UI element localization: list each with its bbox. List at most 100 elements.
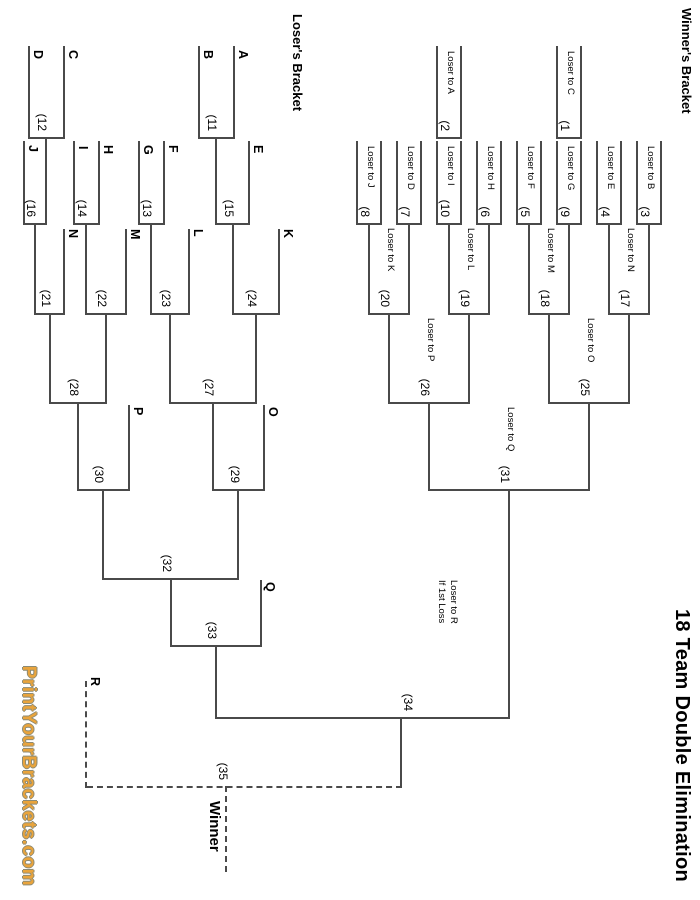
match-19-top-team-line <box>488 223 490 315</box>
match-17-top-team-line <box>648 223 650 315</box>
match-27-bottom-team-line <box>169 313 172 404</box>
match-24-bottom-team-line <box>231 223 234 315</box>
match-5-top-team-line <box>540 141 542 225</box>
match-35-number: (35 <box>216 762 230 780</box>
match-22-top-team-line <box>125 229 127 315</box>
match-13-connector-line <box>140 223 165 225</box>
match-32-bottom-team-line <box>102 489 105 580</box>
match-13-number: (13 <box>140 199 155 217</box>
match-16-connector-line <box>25 223 48 225</box>
match-21-connector-line <box>36 313 65 315</box>
match-32-top-team-line <box>237 489 240 580</box>
drop-slot-letter-q: Q <box>263 582 277 592</box>
match-19-loser-destination-label: Loser to L <box>465 228 476 271</box>
match-3-connector-line <box>638 223 662 225</box>
match-35-top-team-line <box>400 718 402 788</box>
match-22-bottom-team-line <box>85 223 88 315</box>
match-29-number: (29 <box>227 465 242 483</box>
match-34-number: (34 <box>401 693 415 711</box>
drop-slot-letter-f: F <box>166 145 180 153</box>
match-25-bottom-team-line <box>548 313 550 404</box>
match-9-loser-destination-label: Loser to G <box>565 146 576 191</box>
match-22-number: (22 <box>95 289 110 307</box>
match-3-loser-destination-label: Loser to B <box>645 146 656 190</box>
match-4-connector-line <box>598 223 622 225</box>
match-30-top-team-line <box>128 405 130 491</box>
match-18-loser-destination-label: Loser to M <box>545 228 556 273</box>
match-15-number: (15 <box>221 199 236 217</box>
match-23-bottom-team-line <box>150 223 153 315</box>
match-16-number: (16 <box>24 199 39 217</box>
match-6-top-team-line <box>500 141 502 225</box>
match-30-bottom-team-line <box>76 402 79 491</box>
match-33-top-team-line <box>260 580 262 647</box>
match-4-top-team-line <box>620 141 622 225</box>
drop-slot-letter-k: K <box>281 229 295 239</box>
match-28-number: (28 <box>66 378 81 396</box>
match-28-connector-line <box>50 402 108 404</box>
match-18-top-team-line <box>568 223 570 315</box>
match-20-loser-destination-label: Loser to K <box>385 228 396 272</box>
drop-slot-letter-a: A <box>236 50 250 60</box>
match-16-top-team-line <box>45 137 48 225</box>
drop-slot-letter-r: R <box>88 677 102 687</box>
winners-bracket-heading: Winner's Bracket <box>679 8 694 114</box>
match-2-loser-destination-label: Loser to A <box>445 51 456 94</box>
match-11-top-team-line <box>233 46 235 139</box>
match-23-number: (23 <box>159 289 174 307</box>
match-11-bottom-team-line <box>198 46 200 139</box>
match-24-number: (24 <box>244 289 259 307</box>
match-20-bottom-team-line <box>368 223 370 315</box>
match-31-connector-line <box>430 489 590 491</box>
drop-slot-letter-b: B <box>201 50 215 60</box>
match-21-number: (21 <box>38 289 53 307</box>
match-7-connector-line <box>398 223 422 225</box>
match-34-connector-line <box>217 717 510 719</box>
match-10-top-team-line <box>460 141 462 225</box>
match-27-top-team-line <box>254 313 257 404</box>
match-8-top-team-line <box>380 141 382 225</box>
match-2-top-team-line <box>460 46 462 139</box>
match-5-connector-line <box>518 223 542 225</box>
drop-slot-letter-g: G <box>141 145 155 155</box>
match-27-number: (27 <box>202 378 217 396</box>
match-25-loser-destination-label: Loser to O <box>585 318 596 363</box>
match-24-top-team-line <box>278 229 280 315</box>
match-11-number: (11 <box>205 114 220 131</box>
drop-slot-letter-m: M <box>128 229 142 240</box>
match-12-number: (12 <box>35 113 50 131</box>
drop-slot-letter-e: E <box>251 145 265 154</box>
match-10-loser-destination-label: Loser to I <box>445 146 456 186</box>
drop-slot-letter-p: P <box>131 407 145 416</box>
winner-label: Winner <box>206 801 223 852</box>
match-2-connector-line <box>438 137 462 139</box>
match-6-connector-line <box>478 223 502 225</box>
match-26-bottom-team-line <box>388 313 390 404</box>
match-8-loser-destination-label: Loser to J <box>365 146 376 188</box>
match-14-connector-line <box>75 223 100 225</box>
losers-bracket-heading: Loser's Bracket <box>290 14 305 112</box>
drop-slot-letter-c: C <box>66 50 80 60</box>
match-34-top-team-line <box>508 489 510 719</box>
page-title: 18 Team Double Elimination <box>671 608 693 882</box>
match-15-bottom-team-line <box>215 137 218 225</box>
match-22-connector-line <box>87 313 127 315</box>
match-18-connector-line <box>530 313 570 315</box>
match-20-connector-line <box>370 313 410 315</box>
match-17-loser-destination-label: Loser to N <box>625 228 636 272</box>
match-21-top-team-line <box>63 229 65 315</box>
match-19-connector-line <box>450 313 490 315</box>
match-25-top-team-line <box>628 313 630 404</box>
watermark-logo: PrintYourBrackets.com <box>18 665 39 886</box>
match-26-top-team-line <box>468 313 470 404</box>
match-31-bottom-team-line <box>428 402 430 491</box>
match-30-number: (30 <box>92 465 107 483</box>
drop-slot-letter-h: H <box>101 145 115 155</box>
match-18-bottom-team-line <box>528 223 530 315</box>
match-14-number: (14 <box>75 199 90 217</box>
match-29-bottom-team-line <box>212 402 215 491</box>
match-33-number: (33 <box>205 621 219 639</box>
match-1-connector-line <box>558 137 582 139</box>
